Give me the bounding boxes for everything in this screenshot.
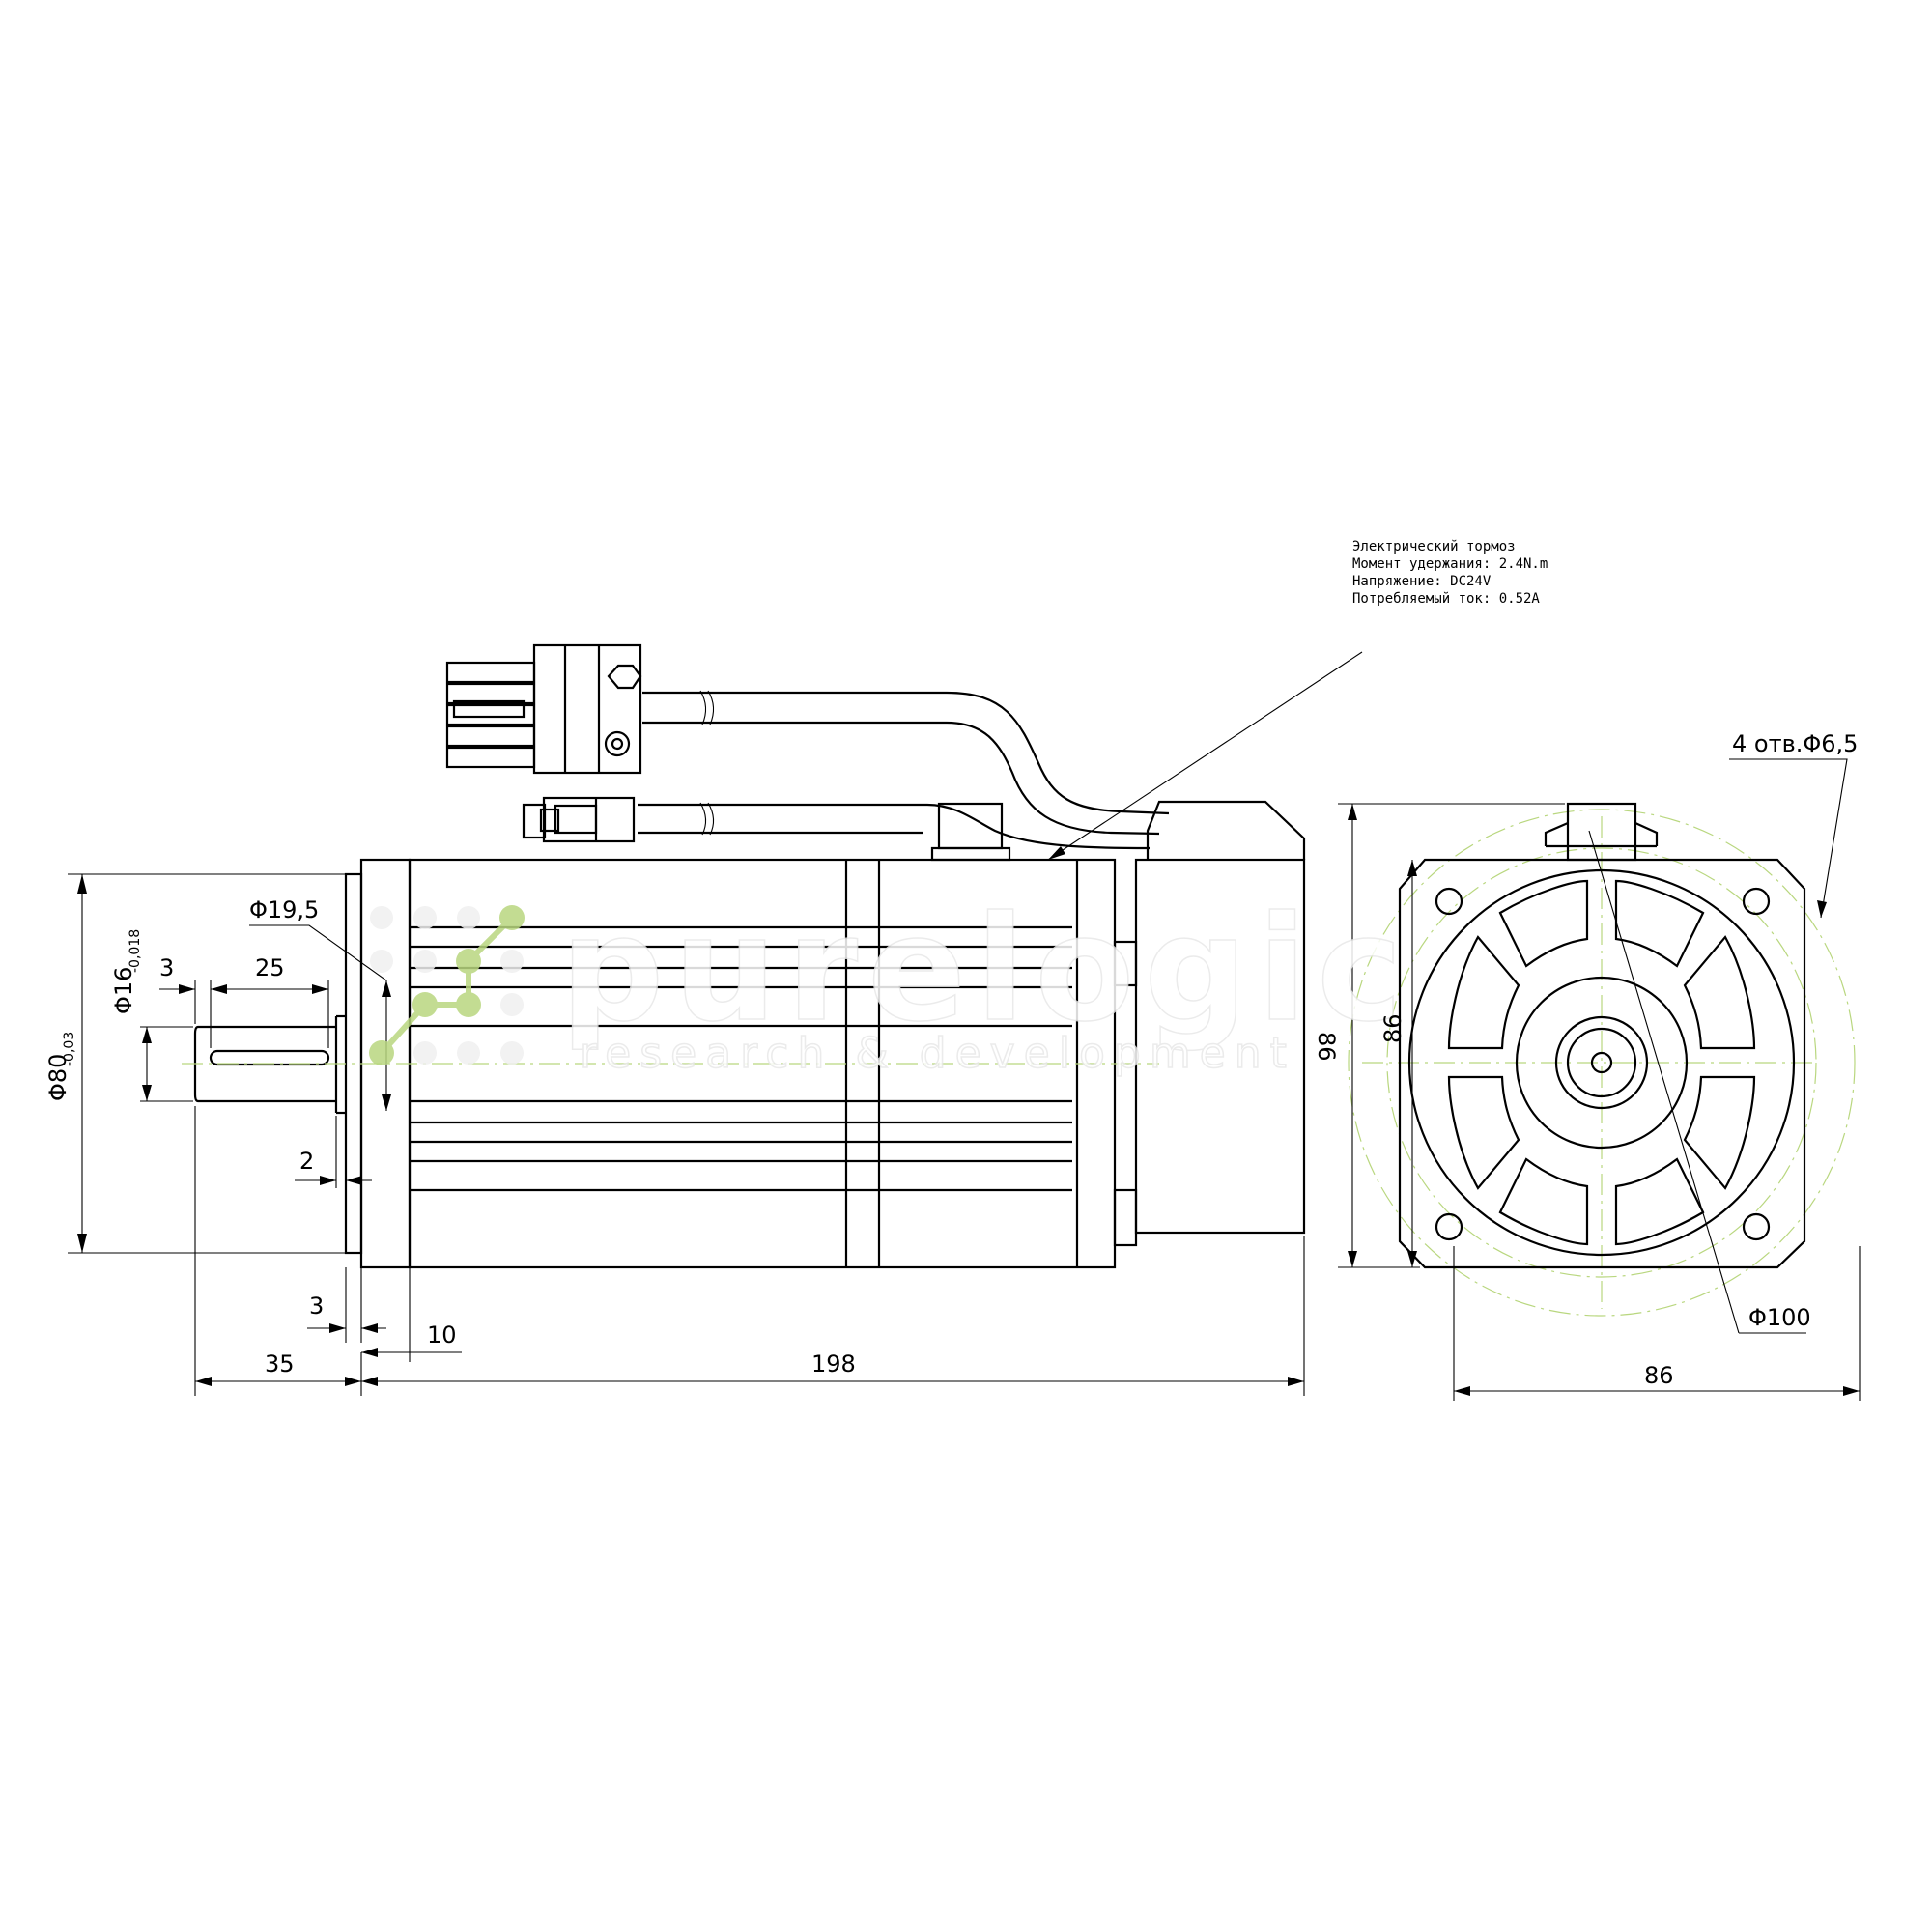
dim-flange-width-86: 86 — [1644, 1362, 1674, 1389]
brake-section — [1134, 800, 1306, 1235]
molecule-icon — [369, 905, 525, 1065]
vent-windows — [1447, 879, 1756, 1246]
shaft-end — [1590, 1051, 1613, 1074]
dim-len-3a: 3 — [159, 954, 174, 981]
dim-pcd-100: Φ100 — [1748, 1304, 1811, 1331]
brake-note-line2: Момент удержания: 2.4N.m — [1352, 556, 1548, 572]
brake-note-line3: Напряжение: DC24V — [1352, 574, 1492, 589]
dimension-arrows — [77, 804, 1860, 1396]
dim-len-25: 25 — [255, 954, 285, 981]
shaft — [193, 1014, 346, 1115]
dim-holes: 4 отв.Φ6,5 — [1732, 730, 1858, 757]
watermark-tagline: research & development — [580, 1029, 1295, 1078]
dim-d19-5: Φ19,5 — [249, 896, 319, 923]
brake-spec-note: Электрический тормоз Момент удержания: 2… — [1352, 539, 1548, 607]
dimension-labels: Φ80 -0,03 Φ16 -0,018 Φ19,5 3 25 2 3 10 3… — [44, 730, 1858, 1389]
power-connector — [445, 643, 642, 775]
brake-connector — [522, 796, 636, 843]
hex-nut-icon — [607, 664, 642, 690]
screw-icon — [604, 730, 631, 757]
brake-note-line4: Потребляемый ток: 0.52A — [1352, 591, 1540, 607]
cable-gland-top — [1544, 802, 1659, 862]
side-view — [182, 643, 1306, 1269]
power-cable — [642, 690, 1170, 836]
watermark-logo: purelogic research & development — [369, 885, 1412, 1079]
dim-d16: Φ16 — [110, 967, 137, 1014]
dim-len-10: 10 — [427, 1321, 457, 1349]
cable-gland — [930, 802, 1011, 862]
dim-flange-height-86: 86 — [1379, 1013, 1406, 1043]
front-view — [1348, 802, 1856, 1317]
dim-len-3b: 3 — [309, 1293, 324, 1320]
watermark-brand: purelogic — [560, 886, 1412, 1054]
dim-d16-tol: -0,018 — [128, 929, 143, 973]
dim-len-198: 198 — [811, 1350, 856, 1378]
square-flange — [1398, 858, 1806, 1269]
dim-d80-tol: -0,03 — [62, 1032, 77, 1066]
dim-len-35: 35 — [265, 1350, 295, 1378]
dim-d80: Φ80 — [44, 1054, 71, 1101]
brake-note-line1: Электрический тормоз — [1352, 539, 1516, 554]
brake-cable — [638, 802, 1151, 850]
mounting-holes — [1435, 887, 1771, 1241]
dim-body-height-86: 86 — [1313, 1032, 1340, 1062]
dim-len-2: 2 — [299, 1148, 314, 1175]
